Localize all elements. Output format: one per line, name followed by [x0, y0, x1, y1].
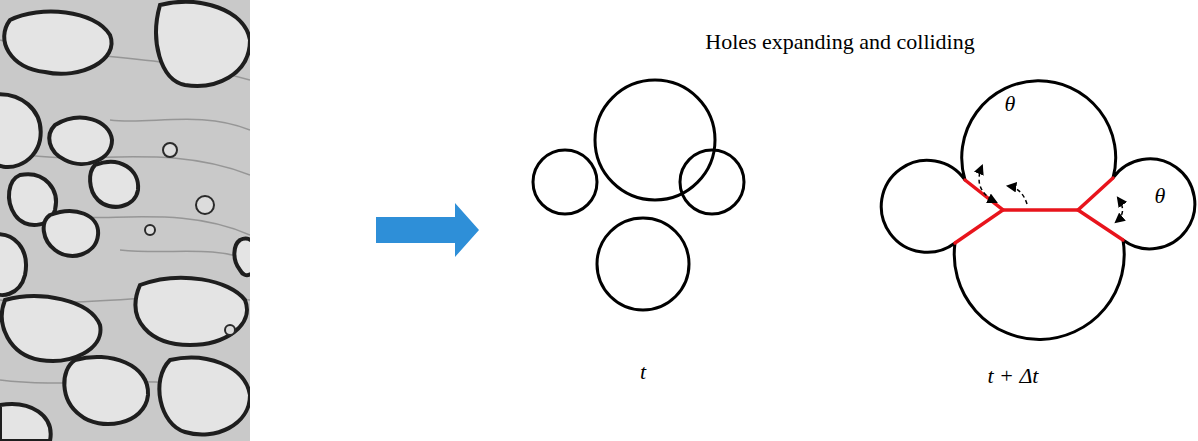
angle-label: θ	[1155, 183, 1166, 208]
angle-arcs	[979, 166, 1122, 222]
micrograph	[0, 0, 250, 441]
time-label: t + Δt	[988, 363, 1039, 388]
angle-label: θ	[1005, 91, 1016, 116]
merged-hole-outline	[881, 81, 1195, 340]
time-label: t	[640, 359, 646, 384]
panel-title: Holes expanding and colliding	[705, 29, 974, 54]
hole-circles	[533, 80, 744, 310]
process-arrow	[376, 203, 479, 257]
